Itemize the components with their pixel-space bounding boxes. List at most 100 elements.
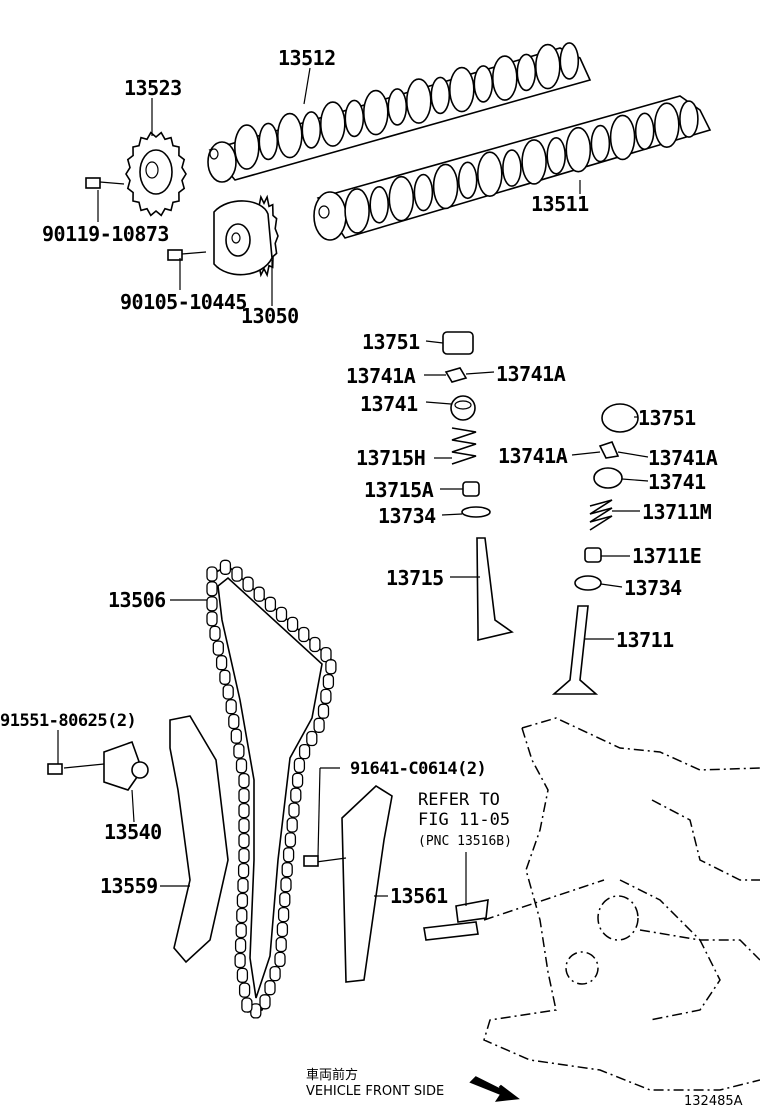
chain-link [317, 703, 330, 719]
cam-lobe [534, 43, 561, 90]
chain-link [253, 586, 265, 602]
cam-lobe [344, 99, 365, 138]
label-camshaft-lower: 13511 [531, 192, 589, 216]
cam-lobe [521, 139, 547, 185]
chain-link [259, 994, 271, 1010]
chain-link [234, 937, 247, 954]
label-damper: 13561 [390, 884, 448, 908]
reference-line-2: FIG 11-05 [418, 810, 511, 830]
leader-lines [57, 67, 649, 906]
cam-lobe [559, 42, 580, 80]
chain-link [293, 757, 306, 774]
chain-link [236, 892, 249, 909]
label-camshaft-upper: 13512 [278, 46, 336, 70]
chain-link [279, 891, 291, 908]
label-seal-right: 13711E [632, 544, 702, 568]
cam-lobe [634, 112, 655, 151]
direction-english: VEHICLE FRONT SIDE [306, 1084, 445, 1099]
chain-link [228, 713, 240, 730]
label-spring-right: 13711M [642, 500, 712, 524]
label-keeper-right-b: 13741A [648, 446, 718, 470]
cam-lobe [432, 163, 459, 210]
chain-link [306, 730, 318, 747]
chain-link [322, 673, 335, 690]
chain-link [320, 688, 332, 705]
cam-lobe [301, 111, 322, 149]
cam-lobe [609, 114, 636, 161]
chain-link [282, 847, 295, 863]
chain-link [274, 951, 286, 968]
chain-link [236, 907, 248, 924]
tensioner-group-drawing [47, 715, 393, 983]
camshaft-lower-drawing [313, 95, 712, 241]
chain-link [264, 596, 277, 612]
valve-stack-right-drawing [551, 403, 639, 695]
cam-lobe [516, 53, 537, 92]
chain-link [290, 787, 302, 803]
chain-link [276, 921, 289, 938]
chain-link [288, 802, 300, 818]
chain-link [206, 566, 218, 582]
cam-lobe [590, 124, 611, 163]
label-bolt-vvt: 90105-10445 [120, 290, 247, 314]
label-bolt-damper: 91641-C0614(2) [350, 759, 487, 779]
figure-id: 132485A [684, 1094, 743, 1109]
label-valve-intake: 13711 [616, 628, 674, 652]
label-tensioner: 13540 [104, 820, 162, 844]
chain-link [237, 877, 249, 894]
chain-link [219, 669, 231, 685]
vvt-gear-drawing [167, 194, 279, 278]
chain-link [234, 952, 246, 969]
chain-link [235, 922, 247, 939]
label-lifter-right: 13751 [638, 406, 696, 430]
cam-lobe [430, 76, 451, 115]
label-retainer-right: 13741 [648, 470, 706, 494]
chain-link [313, 717, 325, 733]
chain-link [206, 611, 218, 627]
chain-link [264, 980, 276, 996]
label-seal-left: 13715A [364, 478, 434, 502]
chain-link [206, 596, 218, 612]
cam-lobe [319, 101, 346, 147]
chain-link [309, 636, 321, 653]
camshaft-upper-drawing [207, 42, 592, 183]
chain-link [206, 581, 218, 597]
cam-lobe [387, 88, 408, 126]
chain-link [238, 817, 250, 834]
chain-link [298, 626, 310, 643]
label-bolt-sprocket: 90119-10873 [42, 222, 169, 246]
chain-link [286, 817, 298, 833]
chain-link [275, 936, 287, 953]
chain-link [281, 862, 293, 878]
chain-link [238, 802, 250, 819]
cam-lobe [405, 78, 432, 124]
chain-link [286, 616, 299, 633]
direction-japanese: 車両前方 [306, 1068, 359, 1083]
chain-link [225, 699, 237, 715]
label-keeper-left-a: 13741A [346, 364, 416, 388]
oil-jet-drawing [423, 879, 605, 941]
chain-link [241, 997, 253, 1013]
cam-lobe [565, 126, 592, 173]
cam-lobe [546, 137, 567, 175]
cam-lobe [413, 173, 434, 212]
cam-lobe [344, 188, 370, 234]
label-sprocket: 13523 [124, 76, 182, 100]
label-lifter-left: 13751 [362, 330, 420, 354]
cam-lobe [448, 66, 475, 113]
chain-link [238, 772, 250, 789]
label-bolt-tensioner: 91551-80625(2) [0, 711, 137, 731]
chain-link [219, 559, 232, 575]
engine-block-drawing [483, 717, 760, 1091]
cam-lobe [653, 102, 680, 148]
cam-lobe [473, 65, 494, 103]
chain-link [215, 655, 228, 671]
cam-lobe [276, 112, 303, 159]
chain-link [280, 877, 292, 893]
chain-link [238, 847, 250, 864]
cam-lobe [234, 124, 260, 170]
cam-lobe [258, 122, 279, 161]
chain-link [230, 728, 242, 744]
chain-link [235, 758, 248, 774]
